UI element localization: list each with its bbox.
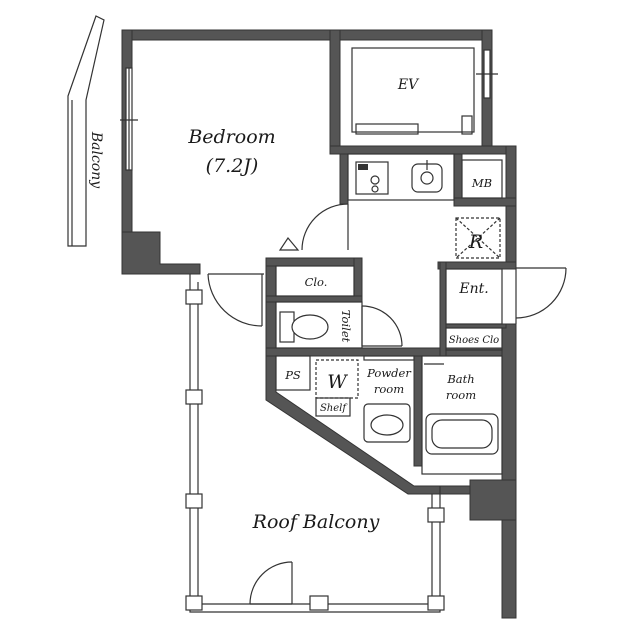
ev-label: EV: [397, 77, 420, 93]
doors: [207, 203, 349, 327]
pipe-space-label: PS: [284, 368, 301, 382]
washer-label: W: [327, 371, 348, 393]
pipe-space: [275, 355, 311, 391]
bedroom-size-label: (7.2J): [206, 155, 259, 177]
bath-room-label-2: room: [446, 388, 476, 402]
shoes-closet-label: Shoes Clo: [449, 335, 499, 346]
mb-label: MB: [471, 176, 492, 190]
washer-area: [315, 359, 359, 417]
roof-balcony-label: Roof Balcony: [252, 511, 380, 533]
powder-room-label-1: Powder: [366, 366, 412, 380]
balcony-label: Balcony: [88, 131, 104, 189]
refrigerator-space: [455, 217, 501, 259]
powder-room: [363, 355, 415, 443]
bath-room: [421, 355, 503, 475]
closet: [275, 265, 355, 297]
bath-room-label-1: Bath: [446, 372, 474, 386]
toilet-label: Toilet: [339, 310, 353, 343]
roof-balcony: [185, 274, 445, 613]
toilet-room: [275, 301, 403, 349]
windows: [120, 49, 498, 171]
powder-room-label-2: room: [374, 382, 404, 396]
balcony-left: [67, 15, 105, 247]
closet-label: Clo.: [305, 275, 328, 289]
shelf-label: Shelf: [320, 403, 348, 414]
refrigerator-label: R: [468, 231, 483, 253]
kitchen: [347, 153, 455, 201]
mb-box: [461, 159, 503, 199]
ev-shaft: [351, 47, 475, 135]
walls: [121, 29, 517, 619]
entrance: [445, 267, 567, 351]
bedroom-label: Bedroom: [187, 126, 275, 148]
entrance-label: Ent.: [458, 281, 488, 297]
